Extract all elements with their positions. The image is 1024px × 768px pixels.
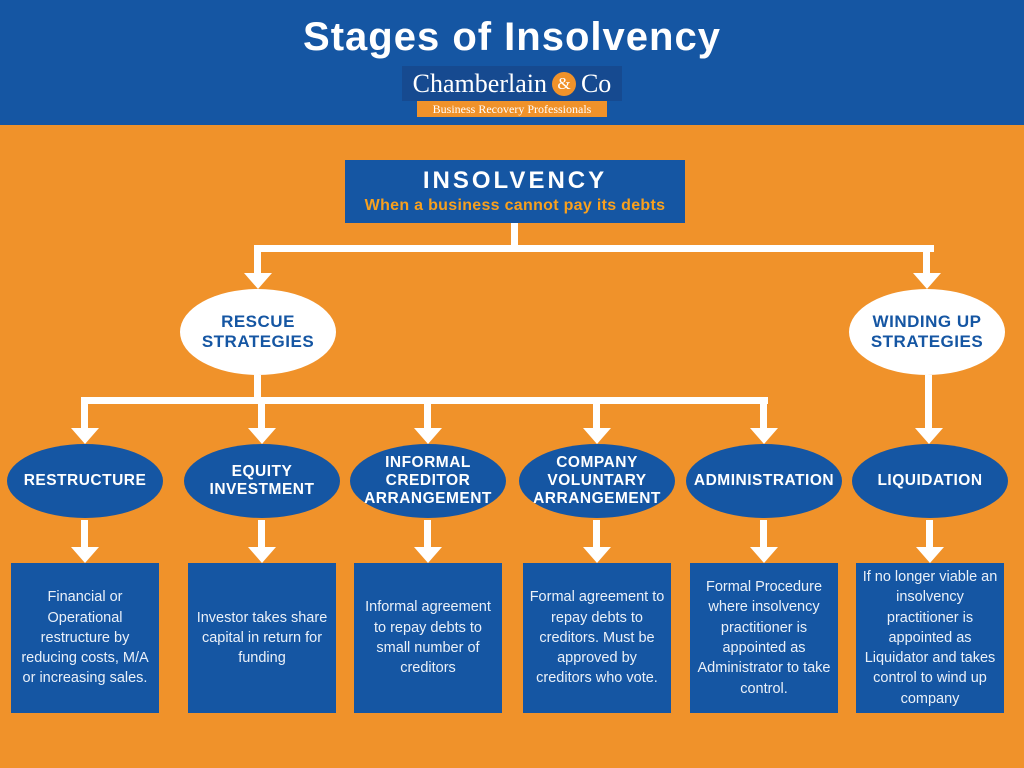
arrow-equity-description xyxy=(258,520,265,547)
node-equity-investment: EQUITY INVESTMENT xyxy=(184,444,340,518)
connector-root-stem xyxy=(511,223,518,246)
node-insolvency-title: INSOLVENCY xyxy=(422,166,608,194)
description-administration-text: Formal Procedure where insolvency practi… xyxy=(697,579,831,697)
arrow-to-company-voluntary-arrangement xyxy=(593,397,600,428)
arrow-to-informal-creditor-arrangement xyxy=(424,397,431,428)
node-restructure: RESTRUCTURE xyxy=(7,444,163,518)
arrow-to-winding-up-strategies xyxy=(923,245,930,273)
description-restructure: Financial or Operational restructure by … xyxy=(11,563,159,713)
node-winding-up-strategies: WINDING UP STRATEGIES xyxy=(849,289,1005,375)
arrow-cva-description xyxy=(593,520,600,547)
logo-name-left: Chamberlain xyxy=(412,68,547,98)
description-informal-creditor-arrangement-text: Informal agreement to repay debts to sma… xyxy=(365,599,491,677)
node-company-voluntary-arrangement: COMPANY VOLUNTARY ARRANGEMENT xyxy=(519,444,675,518)
node-restructure-label: RESTRUCTURE xyxy=(23,472,147,490)
logo-name-right: Co xyxy=(580,68,612,98)
ampersand-badge-icon: & xyxy=(551,71,576,96)
arrow-to-equity-investment xyxy=(258,397,265,428)
description-administration: Formal Procedure where insolvency practi… xyxy=(690,563,838,713)
node-administration: ADMINISTRATION xyxy=(686,444,842,518)
ampersand: & xyxy=(557,73,571,93)
arrow-informal-description xyxy=(424,520,431,547)
node-rescue-strategies-label: RESCUE STRATEGIES xyxy=(201,311,315,351)
node-administration-label: ADMINISTRATION xyxy=(693,472,835,490)
arrow-to-restructure xyxy=(81,397,88,428)
description-restructure-text: Financial or Operational restructure by … xyxy=(21,589,149,687)
description-company-voluntary-arrangement: Formal agreement to repay debts to credi… xyxy=(523,563,671,713)
description-liquidation: If no longer viable an insolvency practi… xyxy=(856,563,1004,713)
node-company-voluntary-arrangement-label: COMPANY VOLUNTARY ARRANGEMENT xyxy=(533,454,661,507)
chamberlain-logo: Chamberlain & Co xyxy=(402,66,622,101)
node-informal-creditor-arrangement: INFORMAL CREDITOR ARRANGEMENT xyxy=(350,444,506,518)
arrow-to-rescue-strategies xyxy=(254,245,261,273)
description-company-voluntary-arrangement-text: Formal agreement to repay debts to credi… xyxy=(529,589,665,687)
connector-rescue-stem xyxy=(254,375,261,399)
arrow-administration-description xyxy=(760,520,767,547)
logo-tagline: Business Recovery Professionals xyxy=(417,101,607,117)
description-informal-creditor-arrangement: Informal agreement to repay debts to sma… xyxy=(354,563,502,713)
header-banner: Stages of Insolvency Chamberlain & Co Bu… xyxy=(0,0,1024,125)
node-equity-investment-label: EQUITY INVESTMENT xyxy=(209,463,315,498)
arrow-to-liquidation xyxy=(925,375,932,428)
description-equity-investment: Investor takes share capital in return f… xyxy=(188,563,336,713)
arrow-to-administration xyxy=(760,397,767,428)
page-title: Stages of Insolvency xyxy=(303,15,721,59)
arrow-liquidation-description xyxy=(926,520,933,547)
description-equity-investment-text: Investor takes share capital in return f… xyxy=(196,609,328,667)
arrow-restructure-description xyxy=(81,520,88,547)
node-insolvency-subtitle: When a business cannot pay its debts xyxy=(364,197,666,215)
node-insolvency: INSOLVENCY When a business cannot pay it… xyxy=(345,160,685,223)
node-liquidation: LIQUIDATION xyxy=(852,444,1008,518)
connector-root-rail xyxy=(254,245,934,252)
node-rescue-strategies: RESCUE STRATEGIES xyxy=(180,289,336,375)
description-liquidation-text: If no longer viable an insolvency practi… xyxy=(862,568,998,707)
node-informal-creditor-arrangement-label: INFORMAL CREDITOR ARRANGEMENT xyxy=(364,454,492,507)
node-winding-up-strategies-label: WINDING UP STRATEGIES xyxy=(870,311,984,351)
node-liquidation-label: LIQUIDATION xyxy=(877,472,983,490)
